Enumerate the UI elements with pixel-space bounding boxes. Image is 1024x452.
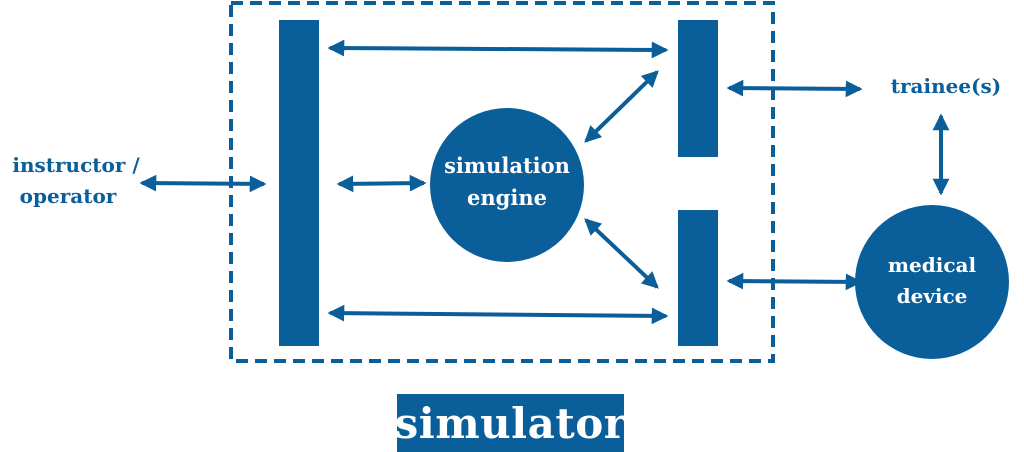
arrow-trainee-interface-to-trainee: [726, 79, 863, 98]
simulation-engine-node: [430, 108, 584, 262]
trainee-interface-bar: [678, 20, 718, 157]
simulator-title: simulator: [395, 394, 626, 452]
arrow-top-bar-link: [327, 39, 669, 59]
instructor-label-line2: operator: [20, 184, 117, 208]
instructor-label-line1: instructor /: [12, 153, 140, 177]
instructor-interface-bar: [279, 20, 319, 346]
device-label-line2: device: [897, 284, 968, 308]
medical-device-node: [855, 205, 1009, 359]
arrow-instructor-to-interface: [139, 174, 267, 193]
arrow-bottom-bar-link: [327, 304, 669, 325]
engine-label-line1: simulation: [444, 153, 570, 178]
arrow-interface-to-engine: [336, 174, 427, 193]
engine-label-line2: engine: [467, 185, 547, 210]
arrow-device-interface-to-device: [726, 272, 863, 291]
arrow-engine-to-device-interface: [584, 218, 659, 289]
device-interface-bar: [678, 210, 718, 346]
arrow-engine-to-trainee-interface: [584, 70, 659, 143]
trainee-label: trainee(s): [891, 74, 1002, 98]
device-label-line1: medical: [888, 253, 977, 277]
